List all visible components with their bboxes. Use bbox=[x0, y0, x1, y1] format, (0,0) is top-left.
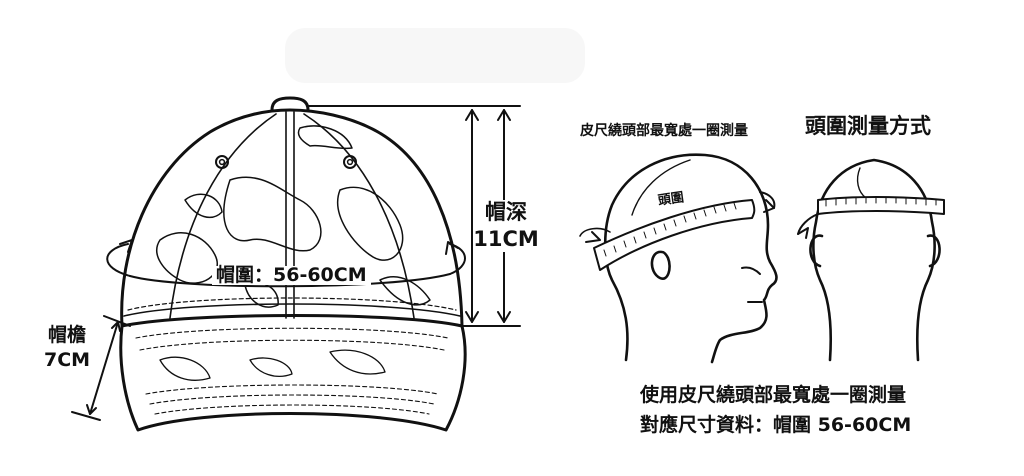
cap-depth-label-value: 11CM bbox=[473, 227, 539, 251]
tape-back bbox=[797, 196, 945, 239]
cap-crown-band bbox=[123, 303, 461, 317]
cap-illustration bbox=[119, 96, 467, 432]
cap-top-button bbox=[270, 96, 310, 112]
tape-label: 頭圍 bbox=[655, 190, 687, 209]
cap-brim-label-title: 帽檐 bbox=[48, 324, 87, 346]
cap-circumference-label: 帽圍：56-60CM bbox=[212, 266, 371, 285]
cap-brim-dimension bbox=[71, 315, 131, 421]
tape-side bbox=[579, 191, 776, 271]
cap-crown-outline bbox=[120, 108, 464, 328]
cap-depth-label-title: 帽深 bbox=[485, 200, 527, 224]
method-title: 頭圍測量方式 bbox=[805, 114, 931, 138]
cap-depth-label: 帽深 11CM bbox=[473, 200, 539, 252]
head-back-illustration bbox=[809, 158, 941, 362]
footer-instruction-line1: 使用皮尺繞頭部最寬處一圈測量 bbox=[640, 384, 907, 406]
ear-right-back bbox=[926, 234, 941, 268]
footer-instruction-line2: 對應尺寸資料：帽圍 56-60CM bbox=[640, 414, 912, 436]
ear-left-profile bbox=[650, 250, 671, 280]
cap-side-seam-left bbox=[169, 113, 277, 319]
head-profile-illustration bbox=[603, 153, 778, 364]
cap-side-seam-right bbox=[303, 113, 415, 319]
background-band bbox=[285, 28, 585, 83]
cap-brim-outline bbox=[119, 314, 467, 432]
cap-brim-stitching bbox=[135, 327, 449, 415]
cap-eyelet-left bbox=[215, 155, 229, 169]
cap-camo-pattern bbox=[156, 125, 431, 308]
instruction-small-text: 皮尺繞頭部最寬處一圈測量 bbox=[580, 123, 748, 139]
ear-left-back bbox=[809, 234, 824, 268]
cap-circumference-arrow bbox=[106, 239, 466, 288]
cap-brim-label: 帽檐 7CM bbox=[44, 326, 90, 370]
cap-eyelet-right bbox=[343, 155, 357, 169]
cap-depth-dimension bbox=[307, 105, 521, 327]
cap-brim-label-value: 7CM bbox=[44, 349, 91, 371]
